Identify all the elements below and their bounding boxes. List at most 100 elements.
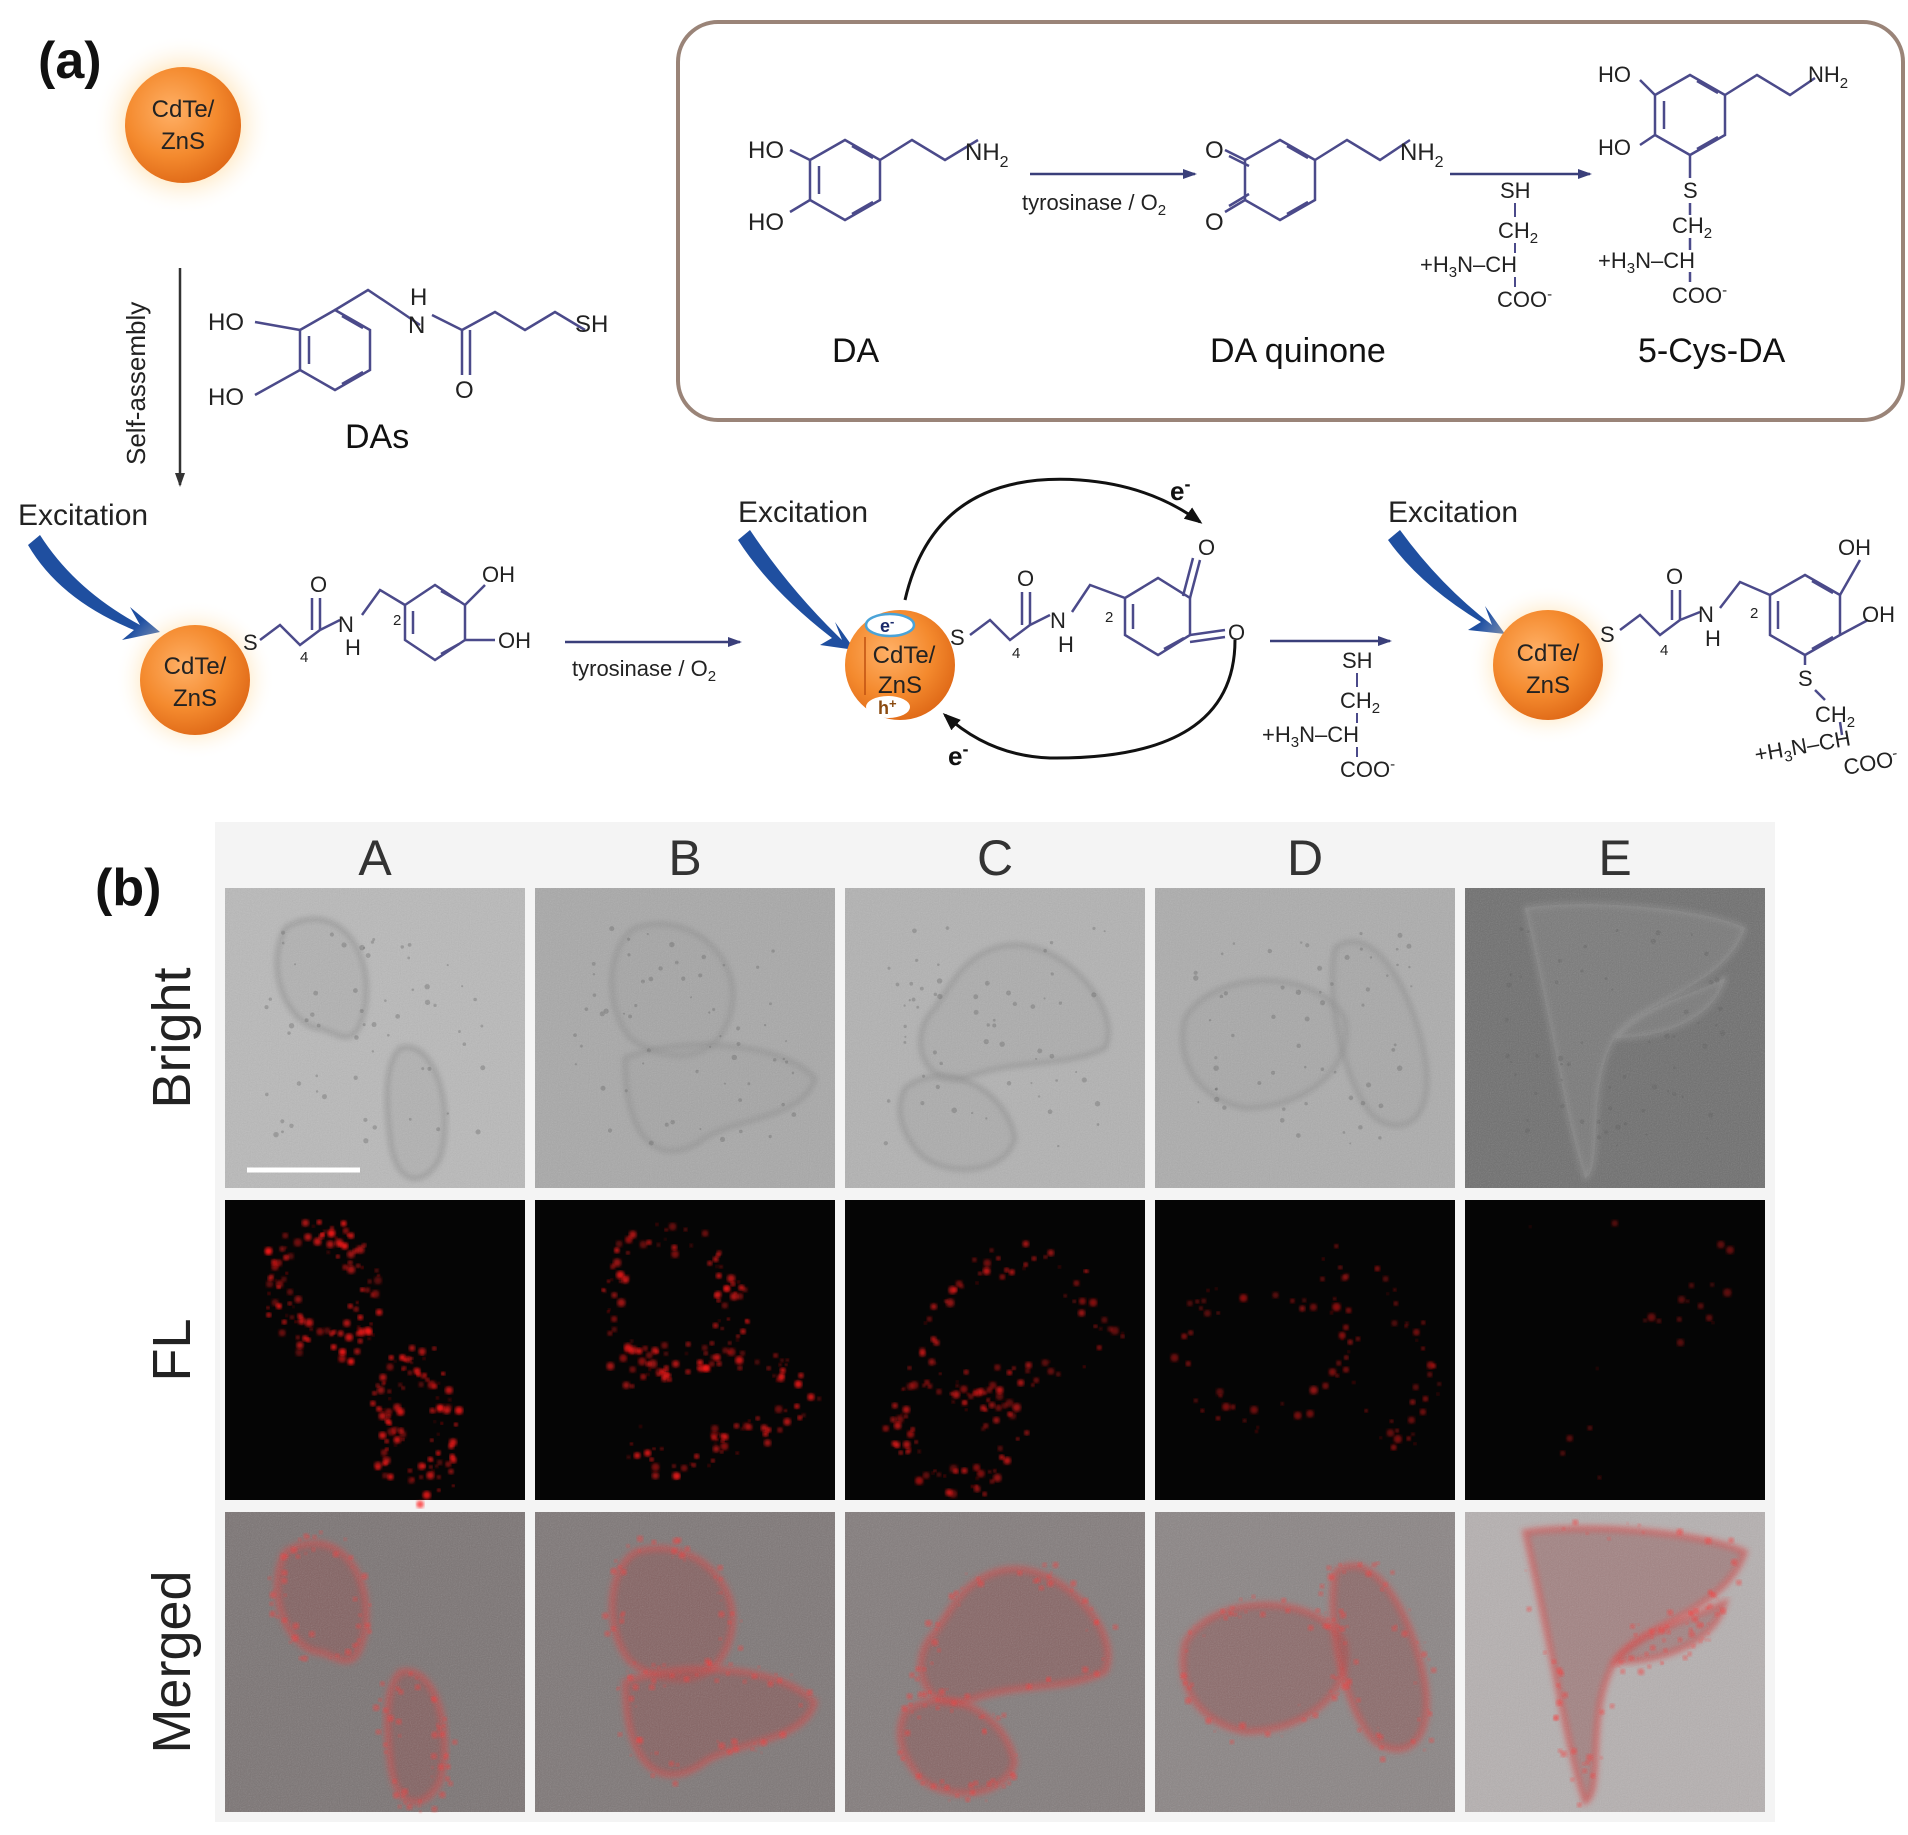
column-header-c: C xyxy=(977,830,1013,886)
inset-da-quinone-label: DA quinone xyxy=(1210,332,1386,370)
conjugate-2 xyxy=(969,557,1226,657)
svg-text:HO: HO xyxy=(208,384,244,411)
svg-text:HO: HO xyxy=(208,309,244,336)
reaction-condition-1: tyrosinase / O2 xyxy=(572,656,716,685)
svg-text:OH: OH xyxy=(482,562,515,587)
electron-transfer-arc-top xyxy=(903,477,1203,601)
row-header-merged: Merged xyxy=(142,1570,202,1753)
svg-text:CH2: CH2 xyxy=(1815,702,1855,731)
svg-text:ZnS: ZnS xyxy=(878,672,922,699)
svg-text:CdTe/: CdTe/ xyxy=(164,653,227,680)
column-header-d: D xyxy=(1287,830,1323,886)
svg-text:HO: HO xyxy=(748,209,784,236)
svg-text:S: S xyxy=(1683,178,1698,203)
row-header-fl: FL xyxy=(142,1318,202,1381)
svg-text:h+: h+ xyxy=(878,696,897,718)
svg-text:CH2: CH2 xyxy=(1672,213,1712,242)
svg-text:O: O xyxy=(1205,209,1224,236)
micrograph-bright-b xyxy=(535,888,835,1188)
svg-text:COO-: COO- xyxy=(1340,756,1395,782)
svg-text:H: H xyxy=(1705,626,1721,651)
svg-text:2: 2 xyxy=(393,612,401,629)
svg-text:O: O xyxy=(455,377,474,404)
svg-text:O: O xyxy=(1198,535,1215,560)
inset-condition: tyrosinase / O2 xyxy=(1022,190,1166,219)
svg-text:CdTe/: CdTe/ xyxy=(873,642,936,669)
self-assembly-label: Self-assembly xyxy=(121,302,151,465)
micrograph-merged-e xyxy=(1465,1512,1765,1812)
svg-text:HO: HO xyxy=(1598,135,1631,160)
micrograph-bright-c xyxy=(845,888,1145,1188)
quantum-dot-top: CdTe/ ZnS xyxy=(93,35,273,215)
micrograph-bright-e xyxy=(1465,888,1765,1188)
conjugate-3 xyxy=(1619,559,1869,736)
svg-text:O: O xyxy=(1228,620,1245,645)
excitation-label-2: Excitation xyxy=(738,496,868,529)
excitation-label-1: Excitation xyxy=(18,499,148,532)
panel-a-label: (a) xyxy=(38,32,102,90)
svg-text:SH: SH xyxy=(1500,178,1531,203)
svg-text:+H3N–CH: +H3N–CH xyxy=(1753,725,1854,770)
da-quinone-molecule xyxy=(1224,138,1411,222)
column-header-e: E xyxy=(1598,830,1631,886)
quantum-dot-2: e- h+ CdTe/ ZnS xyxy=(845,610,955,720)
svg-text:NH2: NH2 xyxy=(965,139,1009,171)
cysteine-bottom: SH CH2 +H3N–CH COO- xyxy=(1262,648,1395,782)
svg-text:ZnS: ZnS xyxy=(161,128,205,155)
excitation-label-3: Excitation xyxy=(1388,496,1518,529)
svg-text:CH2: CH2 xyxy=(1498,218,1538,247)
svg-text:4: 4 xyxy=(1012,645,1020,662)
svg-text:ZnS: ZnS xyxy=(1526,672,1570,699)
micrograph-fl-c xyxy=(845,1200,1145,1500)
svg-text:O: O xyxy=(1666,564,1683,589)
microscopy-grid xyxy=(225,888,1765,1813)
svg-text:S: S xyxy=(950,625,965,650)
svg-text:e-: e- xyxy=(948,739,968,771)
svg-text:S: S xyxy=(243,630,258,655)
svg-text:O: O xyxy=(1205,137,1224,164)
excitation-arrow-3 xyxy=(1388,530,1505,634)
inset-cys-da-label: 5-Cys-DA xyxy=(1638,332,1786,370)
svg-text:OH: OH xyxy=(498,628,531,653)
quantum-dot-3: CdTe/ ZnS xyxy=(1468,585,1628,745)
micrograph-bright-d xyxy=(1155,888,1455,1188)
micrograph-merged-a xyxy=(225,1512,525,1813)
micrograph-fl-b xyxy=(535,1200,835,1500)
svg-text:4: 4 xyxy=(300,649,308,666)
svg-text:SH: SH xyxy=(575,311,608,338)
micrograph-merged-d xyxy=(1155,1512,1455,1812)
svg-text:e-: e- xyxy=(1170,474,1190,506)
panel-a: (a) CdTe/ ZnS Self-assembly HO HO xyxy=(18,20,1905,782)
svg-text:O: O xyxy=(1017,566,1034,591)
svg-text:+H3N–CH: +H3N–CH xyxy=(1420,252,1517,281)
micrograph-fl-e xyxy=(1465,1200,1765,1500)
micrograph-bright-a xyxy=(225,888,525,1188)
svg-text:NH2: NH2 xyxy=(1808,62,1848,92)
inset-da-label: DA xyxy=(832,332,880,370)
svg-text:CdTe/: CdTe/ xyxy=(152,96,215,123)
da-molecule xyxy=(789,138,979,222)
electron-transfer-arc-bottom xyxy=(942,639,1237,760)
column-header-a: A xyxy=(358,830,392,886)
svg-text:S: S xyxy=(1600,622,1615,647)
quantum-dot-1: CdTe/ ZnS xyxy=(115,600,275,760)
cys-da-molecule xyxy=(1639,73,1816,282)
svg-text:N: N xyxy=(408,312,425,339)
das-molecule xyxy=(254,288,586,397)
row-header-bright: Bright xyxy=(142,967,202,1108)
svg-text:SH: SH xyxy=(1342,648,1373,673)
svg-text:HO: HO xyxy=(1598,62,1631,87)
svg-text:COO-: COO- xyxy=(1672,282,1727,308)
svg-text:OH: OH xyxy=(1862,602,1895,627)
svg-text:COO-: COO- xyxy=(1497,286,1552,312)
svg-text:N: N xyxy=(1698,602,1714,627)
svg-text:S: S xyxy=(1798,666,1813,691)
svg-text:2: 2 xyxy=(1105,609,1113,626)
svg-text:H: H xyxy=(410,284,427,311)
svg-text:H: H xyxy=(345,635,361,660)
column-header-b: B xyxy=(668,830,701,886)
svg-text:CdTe/: CdTe/ xyxy=(1517,640,1580,667)
